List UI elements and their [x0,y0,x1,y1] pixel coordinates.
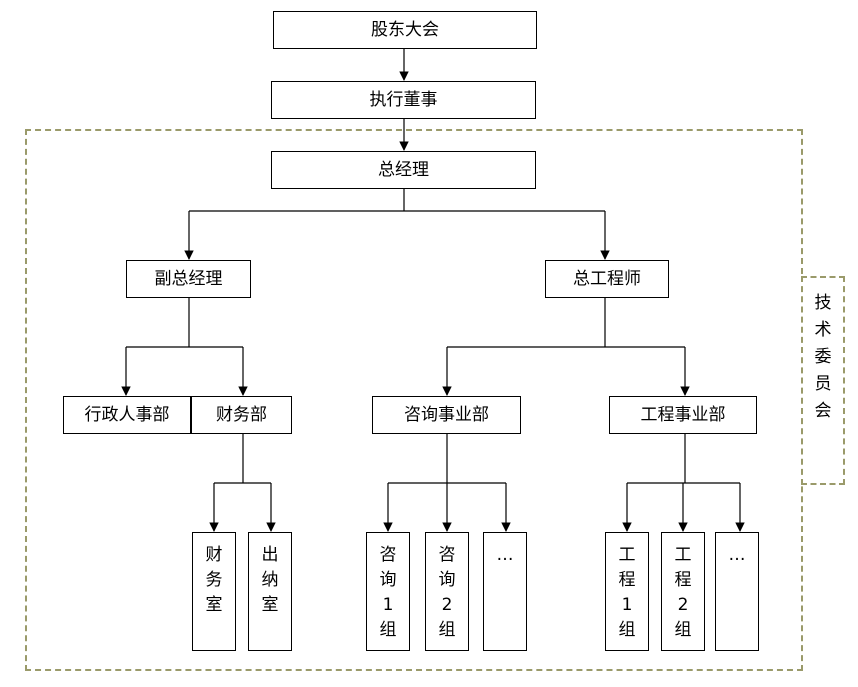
finance-office-char-1: 财 [205,545,223,565]
finance-dept-node: 财务部 [191,396,292,434]
consulting-more-node: … [483,532,527,651]
engineering-group-1-char-3: 1 [621,595,633,615]
finance-office-node: 财 务 室 [192,532,236,651]
technical-committee-char-4: 员 [814,374,832,394]
engineering-dept-node: 工程事业部 [609,396,757,434]
engineering-group-1-char-2: 程 [618,570,636,590]
shareholders-node: 股东大会 [273,11,537,49]
engineering-group-2-char-3: 2 [677,595,689,615]
technical-committee-char-5: 会 [814,401,832,421]
consulting-group-1-char-3: 1 [382,595,394,615]
cashier-char-2: 纳 [261,570,279,590]
finance-office-char-3: 室 [205,595,223,615]
technical-committee-char-3: 委 [814,347,832,367]
cashier-char-3: 室 [261,595,279,615]
engineering-group-2-char-4: 组 [674,620,692,640]
consulting-dept-node: 咨询事业部 [372,396,521,434]
general-manager-node: 总经理 [271,151,536,189]
technical-committee-char-1: 技 [814,293,832,313]
consulting-group-2-char-3: 2 [441,595,453,615]
engineering-more-ellipsis: … [728,545,746,565]
consulting-group-2-char-2: 询 [438,570,456,590]
cashier-node: 出 纳 室 [248,532,292,651]
deputy-gm-node: 副总经理 [126,260,251,298]
consulting-group-2-char-1: 咨 [438,545,456,565]
consulting-group-2-char-4: 组 [438,620,456,640]
consulting-group-1-char-1: 咨 [379,545,397,565]
technical-committee-char-2: 术 [814,320,832,340]
engineering-group-1-char-4: 组 [618,620,636,640]
consulting-group-2-node: 咨 询 2 组 [425,532,469,651]
consulting-group-1-node: 咨 询 1 组 [366,532,410,651]
cashier-char-1: 出 [261,545,279,565]
engineering-group-1-node: 工 程 1 组 [605,532,649,651]
technical-committee-panel: 技 术 委 员 会 [801,276,845,485]
finance-office-char-2: 务 [205,570,223,590]
consulting-group-1-char-4: 组 [379,620,397,640]
executive-director-node: 执行董事 [271,81,536,119]
admin-hr-dept-node: 行政人事部 [63,396,191,434]
engineering-group-2-node: 工 程 2 组 [661,532,705,651]
chief-engineer-node: 总工程师 [545,260,669,298]
engineering-group-1-char-1: 工 [618,545,636,565]
consulting-group-1-char-2: 询 [379,570,397,590]
consulting-more-ellipsis: … [496,545,514,565]
engineering-more-node: … [715,532,759,651]
engineering-group-2-char-2: 程 [674,570,692,590]
engineering-group-2-char-1: 工 [674,545,692,565]
